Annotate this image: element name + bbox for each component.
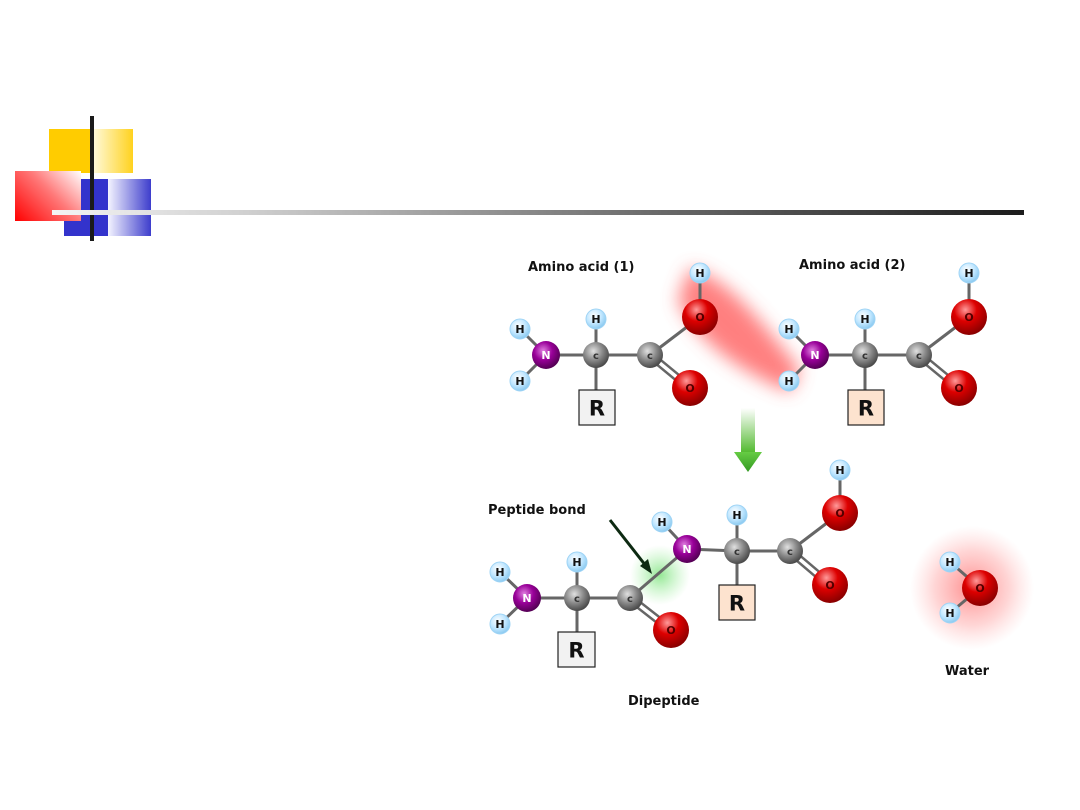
atom-carbon: c (724, 538, 750, 564)
label-water: Water (945, 664, 990, 679)
atom-hydrogen: H (651, 511, 673, 533)
atom-symbol: N (541, 349, 550, 362)
label-peptide-bond: Peptide bond (488, 503, 586, 518)
atom-symbol: H (835, 464, 844, 477)
atom-symbol: c (627, 594, 633, 605)
atom-symbol: O (954, 382, 963, 395)
atom-hydrogen: H (509, 370, 531, 392)
reaction-arrow-icon (734, 408, 762, 472)
atom-symbol: H (945, 607, 954, 620)
amino-acid-2-r-group-box: R (847, 389, 885, 426)
atom-hydrogen: H (958, 262, 980, 284)
water-oxygen: O (962, 570, 998, 606)
side-chain-symbol: R (568, 639, 584, 663)
atom-hydrogen: H (829, 459, 851, 481)
label-amino-acid-1: Amino acid (1) (528, 260, 634, 275)
atom-oxygen: O (941, 370, 977, 406)
atom-nitrogen: N (673, 535, 701, 563)
atom-oxygen: O (682, 299, 718, 335)
atom-symbol: H (591, 313, 600, 326)
atom-hydrogen: H (726, 504, 748, 526)
atom-hydrogen: H (566, 551, 588, 573)
label-dipeptide: Dipeptide (628, 694, 700, 709)
water-hydrogen: H (939, 551, 961, 573)
atom-nitrogen: N (513, 584, 541, 612)
atom-symbol: H (495, 618, 504, 631)
atom-symbol: H (732, 509, 741, 522)
atom-nitrogen: N (801, 341, 829, 369)
atom-oxygen: O (822, 495, 858, 531)
atom-symbol: N (682, 543, 691, 556)
amino-acid-1-r-group-box: R (578, 389, 616, 426)
atom-symbol: H (695, 267, 704, 280)
atom-symbol: O (964, 311, 973, 324)
atom-carbon: c (617, 585, 643, 611)
atom-symbol: O (825, 579, 834, 592)
atom-symbol: c (916, 351, 922, 362)
atom-symbol: H (784, 323, 793, 336)
side-chain-symbol: R (858, 397, 874, 421)
side-chain-symbol: R (589, 397, 605, 421)
logo-blue-gradient-square (108, 179, 151, 236)
atom-symbol: c (574, 594, 580, 605)
atom-symbol: N (810, 349, 819, 362)
water-removal-highlight (678, 268, 800, 392)
logo-vertical-bar (90, 116, 94, 241)
atom-hydrogen: H (489, 613, 511, 635)
atom-symbol: O (695, 311, 704, 324)
atom-symbol: O (835, 507, 844, 520)
atom-symbol: H (572, 556, 581, 569)
atom-symbol: H (657, 516, 666, 529)
atom-symbol: H (515, 375, 524, 388)
atom-carbon: c (777, 538, 803, 564)
atom-symbol: H (964, 267, 973, 280)
atom-symbol: c (787, 547, 793, 558)
atom-carbon: c (906, 342, 932, 368)
side-chain-symbol: R (729, 592, 745, 616)
dipeptide-r-group-box-2: R (718, 584, 756, 621)
title-rule (52, 210, 1024, 215)
atom-hydrogen: H (689, 262, 711, 284)
atom-symbol: N (522, 592, 531, 605)
atom-oxygen: O (812, 567, 848, 603)
atom-hydrogen: H (778, 318, 800, 340)
label-amino-acid-2: Amino acid (2) (799, 258, 905, 273)
atom-hydrogen: H (509, 318, 531, 340)
logo-yellow-square (49, 129, 92, 173)
atom-symbol: H (515, 323, 524, 336)
atom-symbol: c (734, 547, 740, 558)
peptide-bond-pointer-arrow (608, 519, 652, 574)
atom-symbol: O (975, 582, 984, 595)
atom-oxygen: O (951, 299, 987, 335)
atom-carbon: c (583, 342, 609, 368)
atom-nitrogen: N (532, 341, 560, 369)
atom-symbol: O (685, 382, 694, 395)
atom-hydrogen: H (854, 308, 876, 330)
atom-symbol: c (593, 351, 599, 362)
atom-symbol: O (666, 624, 675, 637)
atom-hydrogen: H (585, 308, 607, 330)
atom-symbol: H (784, 375, 793, 388)
water-hydrogen: H (939, 602, 961, 624)
atom-hydrogen: H (489, 561, 511, 583)
atom-carbon: c (852, 342, 878, 368)
atom-symbol: H (495, 566, 504, 579)
atom-hydrogen: H (778, 370, 800, 392)
atom-symbol: c (862, 351, 868, 362)
logo-yellow-gradient-square (92, 129, 133, 173)
dipeptide-r-group-box-1: R (557, 631, 596, 668)
atom-symbol: H (945, 556, 954, 569)
atom-oxygen: O (653, 612, 689, 648)
atom-carbon: c (637, 342, 663, 368)
atom-symbol: c (647, 351, 653, 362)
atom-oxygen: O (672, 370, 708, 406)
atom-symbol: H (860, 313, 869, 326)
atom-carbon: c (564, 585, 590, 611)
